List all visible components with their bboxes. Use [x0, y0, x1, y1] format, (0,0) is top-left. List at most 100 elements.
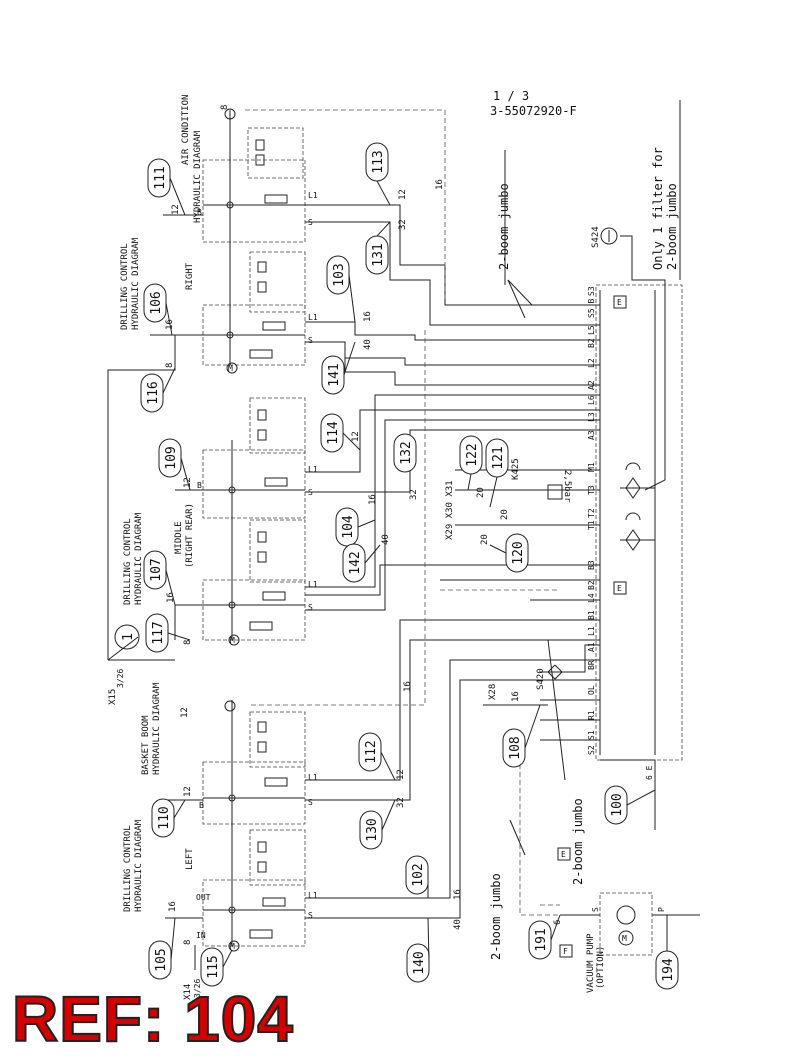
- svg-text:20: 20: [500, 509, 510, 520]
- valve-block-left: M L1 S OUT IN: [196, 824, 318, 952]
- k425-label: K425: [511, 458, 521, 480]
- svg-text:16: 16: [168, 901, 178, 912]
- basket-title-1: BASKET BOOM: [141, 715, 151, 775]
- valve-block-aircon: L1 S B: [197, 108, 318, 243]
- bubble-104: 104: [341, 515, 356, 539]
- svg-text:M: M: [230, 636, 235, 645]
- svg-text:8: 8: [183, 640, 193, 645]
- drill-middle-title-1: DRILLING CONTROL: [123, 518, 133, 605]
- x15-label: X15: [108, 689, 118, 705]
- svg-text:L5: L5: [587, 325, 596, 335]
- sheet-number: 1 / 3: [493, 89, 529, 103]
- svg-text:B1: B1: [587, 610, 596, 620]
- svg-text:20: 20: [480, 534, 490, 545]
- svg-text:M: M: [622, 934, 627, 943]
- jumbo-note-bottom-a: 2-boom jumbo: [489, 873, 503, 960]
- svg-text:L1: L1: [308, 580, 318, 589]
- filter-units: [540, 227, 666, 680]
- svg-text:L1: L1: [308, 465, 318, 474]
- svg-text:6 E: 6 E: [645, 765, 654, 780]
- bubble-102: 102: [411, 863, 426, 886]
- bubble-111: 111: [153, 166, 168, 189]
- bubble-130: 130: [365, 818, 380, 841]
- hose-lines: [150, 204, 600, 919]
- bubble-142: 142: [348, 551, 363, 574]
- bubble-113: 113: [371, 150, 386, 173]
- jumbo-note-top: 2-boom jumbo: [497, 183, 511, 270]
- svg-text:B: B: [197, 481, 202, 490]
- svg-text:40: 40: [363, 339, 373, 350]
- svg-text:E: E: [617, 298, 622, 307]
- bubble-131: 131: [371, 243, 386, 266]
- filter-note-line2: 2-boom jumbo: [665, 183, 679, 270]
- ref-label: REF: 104: [11, 982, 294, 1056]
- svg-text:S: S: [308, 911, 313, 920]
- bubble-112: 112: [364, 740, 379, 763]
- svg-text:32: 32: [398, 219, 408, 230]
- middle-label: MIDDLE: [174, 521, 184, 554]
- svg-text:E: E: [561, 850, 566, 859]
- vacuum-title-2: (OPTION): [596, 946, 606, 989]
- svg-text:B: B: [197, 208, 202, 217]
- bubble-110: 110: [157, 806, 172, 829]
- bubble-107: 107: [149, 558, 164, 581]
- svg-text:IN: IN: [196, 931, 206, 940]
- svg-text:L1: L1: [308, 191, 318, 200]
- svg-text:S: S: [308, 336, 313, 345]
- bubble-140: 140: [412, 951, 427, 974]
- svg-text:S: S: [591, 907, 600, 912]
- svg-text:T2: T2: [587, 508, 596, 518]
- svg-text:B2: B2: [587, 580, 596, 590]
- svg-text:8: 8: [220, 105, 230, 110]
- bubble-114: 114: [326, 421, 341, 445]
- svg-text:L3: L3: [587, 412, 596, 422]
- bubble-105: 105: [154, 948, 169, 971]
- svg-text:16: 16: [363, 311, 373, 322]
- pressure-label: 2,5bar: [562, 470, 572, 503]
- bubble-117: 117: [151, 621, 166, 644]
- svg-text:L1: L1: [587, 626, 596, 636]
- left-label: LEFT: [185, 848, 195, 870]
- svg-text:32: 32: [409, 489, 419, 500]
- svg-text:8: 8: [165, 363, 175, 368]
- bubble-141: 141: [327, 363, 342, 386]
- svg-text:8: 8: [183, 940, 193, 945]
- jumbo-note-bottom-b: 2-boom jumbo: [571, 798, 585, 885]
- svg-text:12: 12: [351, 431, 361, 442]
- svg-text:S5 B: S5 B: [587, 299, 596, 318]
- svg-text:40: 40: [453, 919, 463, 930]
- svg-text:S2: S2: [587, 745, 596, 755]
- bubble-191: 191: [534, 928, 549, 951]
- bubble-121: 121: [491, 446, 506, 469]
- drill-middle-title-2: HYDRAULIC DIAGRAM: [134, 512, 144, 605]
- bubble-120: 120: [511, 541, 526, 564]
- svg-text:16: 16: [166, 592, 176, 603]
- right-label: RIGHT: [185, 262, 195, 290]
- svg-text:S: S: [308, 798, 313, 807]
- bubble-100: 100: [610, 793, 625, 816]
- bubble-1: 1: [121, 633, 136, 641]
- bubble-108: 108: [508, 736, 523, 759]
- svg-text:OUT: OUT: [196, 893, 211, 902]
- aircon-title-1: AIR CONDITION: [181, 95, 191, 165]
- x28-label: X28: [488, 684, 498, 700]
- bubble-106: 106: [149, 291, 164, 314]
- vacuum-title-1: VACUUM PUMP: [586, 933, 596, 993]
- svg-text:BR: BR: [587, 660, 596, 670]
- svg-text:M: M: [230, 942, 235, 951]
- svg-text:B3: B3: [587, 560, 596, 570]
- svg-text:P: P: [657, 907, 666, 912]
- svg-text:L2: L2: [587, 358, 596, 368]
- svg-text:16: 16: [435, 179, 445, 190]
- svg-text:16: 16: [403, 681, 413, 692]
- svg-text:M: M: [228, 364, 233, 373]
- drawing-number: 3-55072920-F: [490, 104, 577, 118]
- s420-label: S420: [536, 668, 546, 690]
- svg-text:E: E: [617, 584, 622, 593]
- svg-text:40: 40: [381, 534, 391, 545]
- svg-text:16: 16: [511, 691, 521, 702]
- bubble-109: 109: [164, 446, 179, 469]
- x15-sub: 3/26: [116, 669, 125, 688]
- svg-text:L4: L4: [587, 593, 596, 603]
- svg-text:12: 12: [183, 786, 193, 797]
